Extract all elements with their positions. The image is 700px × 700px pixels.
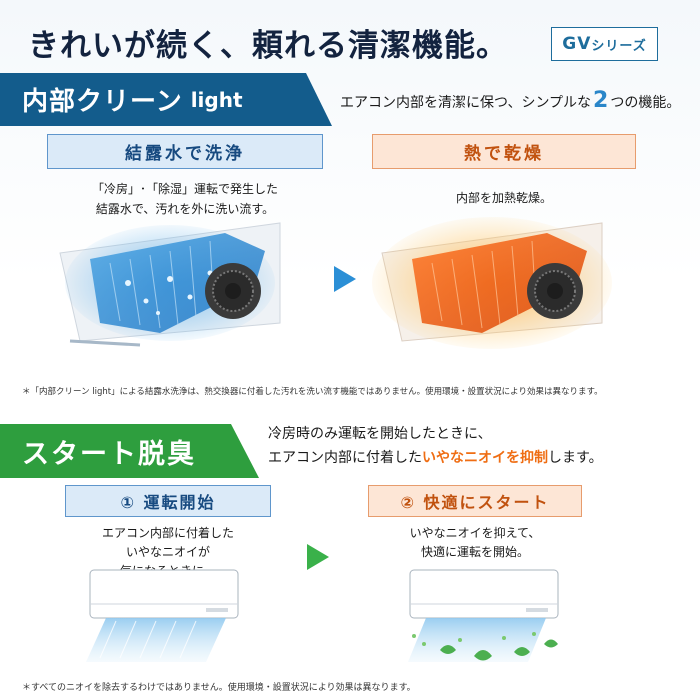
start-deodorize-note: ＊すべてのニオイを除去するわけではありません。使用環境・設置状況により効果は異な…	[22, 683, 416, 693]
start-deodorize-title: スタート脱臭	[22, 438, 196, 470]
internal-clean-title: 内部クリーン	[22, 87, 183, 117]
intro2-highlight: いやなニオイを抑制	[422, 450, 548, 466]
intro-number: 2	[593, 88, 609, 113]
wash-desc-line1: 「冷房」･「除湿」運転で発生した	[91, 182, 278, 196]
dry-desc-line1: 内部を加熱乾燥。	[455, 191, 552, 205]
series-suffix: シリーズ	[591, 38, 647, 54]
dry-feature-description: 内部を加熱乾燥。	[372, 188, 636, 208]
condensation-wash-illustration	[59, 222, 281, 347]
intro2-line2: エアコン内部に付着したいやなニオイを抑制します。	[268, 446, 603, 470]
arrow-right-icon	[307, 544, 329, 570]
wash-feature-description: 「冷房」･「除湿」運転で発生した 結露水で、汚れを外に洗い流す。	[47, 179, 323, 219]
start-deodorize-intro: 冷房時のみ運転を開始したときに、 エアコン内部に付着したいやなニオイを抑制します…	[268, 422, 603, 470]
step2-desc-line1: いやなニオイを抑えて、	[409, 526, 541, 540]
intro2-line2-before: エアコン内部に付着した	[268, 450, 422, 466]
step2-description: いやなニオイを抑えて、 快適に運転を開始。	[368, 524, 582, 562]
page-headline: きれいが続く、頼れる清潔機能。	[28, 28, 508, 64]
intro2-line2-after: します。	[548, 450, 603, 466]
step2-label: ② 快適にスタート	[368, 485, 582, 517]
series-main: GV	[562, 34, 592, 54]
step1-desc-line1: エアコン内部に付着した	[101, 526, 234, 540]
wash-feature-label: 結露水で洗浄	[47, 134, 323, 169]
start-deodorize-banner: スタート脱臭	[0, 424, 259, 478]
wash-desc-line2: 結露水で、汚れを外に洗い流す。	[95, 202, 275, 216]
internal-clean-title-suffix: light	[190, 87, 243, 112]
internal-clean-note: ＊「内部クリーン light」による結露水洗浄は、熱交換器に付着した汚れを洗い流…	[22, 387, 603, 397]
dry-feature-label: 熱で乾燥	[372, 134, 636, 169]
step2-desc-line2: 快適に運転を開始。	[420, 545, 529, 559]
air-conditioner-unit-illustration	[408, 569, 559, 662]
arrow-right-icon	[334, 266, 356, 292]
step1-label: ① 運転開始	[65, 485, 271, 517]
intro-text-before: エアコン内部を清潔に保つ、シンプルな	[340, 95, 592, 111]
step1-desc-line2: いやなニオイが	[125, 545, 210, 559]
internal-clean-banner: 内部クリーン light	[0, 73, 332, 126]
intro2-line1: 冷房時のみ運転を開始したときに、	[268, 426, 492, 442]
intro-text-after: つの機能。	[610, 95, 681, 111]
heat-dry-illustration	[372, 217, 612, 349]
air-conditioner-unit-illustration	[86, 569, 239, 662]
